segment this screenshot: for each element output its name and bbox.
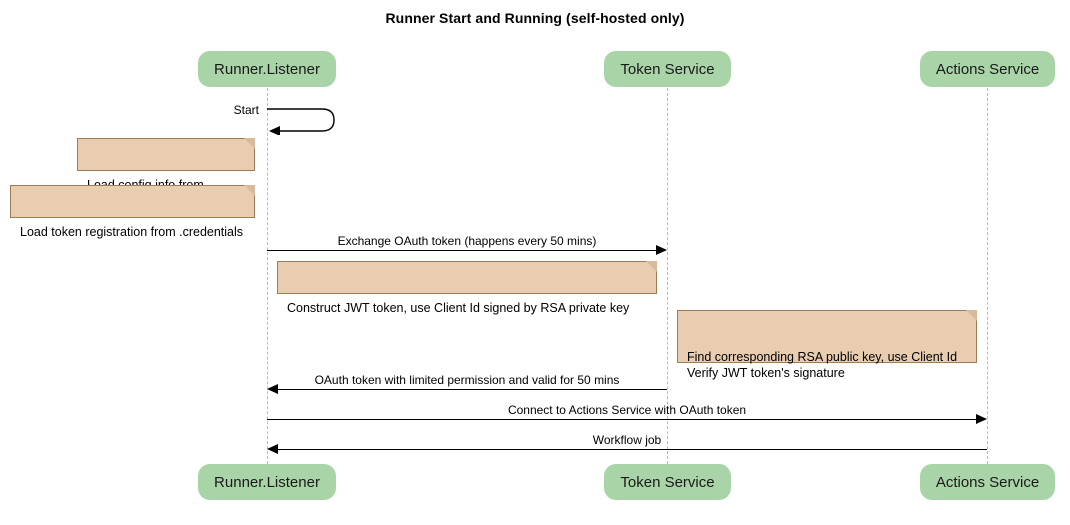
message-label-connect-actions: Connect to Actions Service with OAuth to… bbox=[507, 403, 747, 417]
note-fold-icon bbox=[646, 261, 657, 272]
note-load-credentials: Load token registration from .credential… bbox=[10, 185, 255, 239]
message-label-workflow-job: Workflow job bbox=[592, 433, 662, 447]
lifeline-token bbox=[667, 88, 668, 464]
participant-label: Token Service bbox=[620, 473, 715, 491]
participant-label: Actions Service bbox=[935, 60, 1040, 78]
arrowhead-right-icon bbox=[976, 414, 987, 424]
note-fold-icon bbox=[244, 185, 255, 196]
message-label-start: Start bbox=[233, 103, 259, 117]
message-label-exchange-oauth: Exchange OAuth token (happens every 50 m… bbox=[337, 234, 597, 248]
note-fold-icon bbox=[966, 310, 977, 321]
participant-token-top[interactable]: Token Service bbox=[604, 51, 731, 87]
participant-runner-top[interactable]: Runner.Listener bbox=[198, 51, 336, 87]
arrowhead-right-icon bbox=[656, 245, 667, 255]
note-text: Construct JWT token, use Client Id signe… bbox=[287, 301, 630, 315]
note-fold-icon bbox=[244, 138, 255, 149]
note-verify-signature: Find corresponding RSA public key, use C… bbox=[677, 310, 977, 380]
message-start-self-loop bbox=[266, 105, 346, 135]
note-text: Find corresponding RSA public key, use C… bbox=[687, 350, 958, 380]
note-construct-jwt: Construct JWT token, use Client Id signe… bbox=[277, 261, 657, 315]
participant-token-bottom[interactable]: Token Service bbox=[604, 464, 731, 500]
lifeline-actions bbox=[987, 88, 988, 464]
message-line-connect-actions bbox=[267, 419, 977, 420]
message-label-oauth-token-return: OAuth token with limited permission and … bbox=[314, 373, 620, 387]
arrowhead-left-icon bbox=[267, 444, 278, 454]
page-title: Runner Start and Running (self-hosted on… bbox=[385, 10, 685, 26]
participant-label: Actions Service bbox=[935, 473, 1040, 491]
participant-actions-top[interactable]: Actions Service bbox=[920, 51, 1055, 87]
participant-label: Runner.Listener bbox=[214, 473, 320, 491]
lifeline-runner bbox=[267, 88, 268, 464]
participant-runner-bottom[interactable]: Runner.Listener bbox=[198, 464, 336, 500]
note-load-config: Load config info from .runner bbox=[77, 138, 255, 208]
message-line-exchange-oauth bbox=[267, 250, 657, 251]
note-text: Load token registration from .credential… bbox=[20, 225, 244, 239]
participant-label: Runner.Listener bbox=[214, 60, 320, 78]
arrowhead-left-icon bbox=[267, 384, 278, 394]
message-line-workflow-job bbox=[278, 449, 987, 450]
participant-label: Token Service bbox=[620, 60, 715, 78]
participant-actions-bottom[interactable]: Actions Service bbox=[920, 464, 1055, 500]
message-line-oauth-token-return bbox=[278, 389, 667, 390]
